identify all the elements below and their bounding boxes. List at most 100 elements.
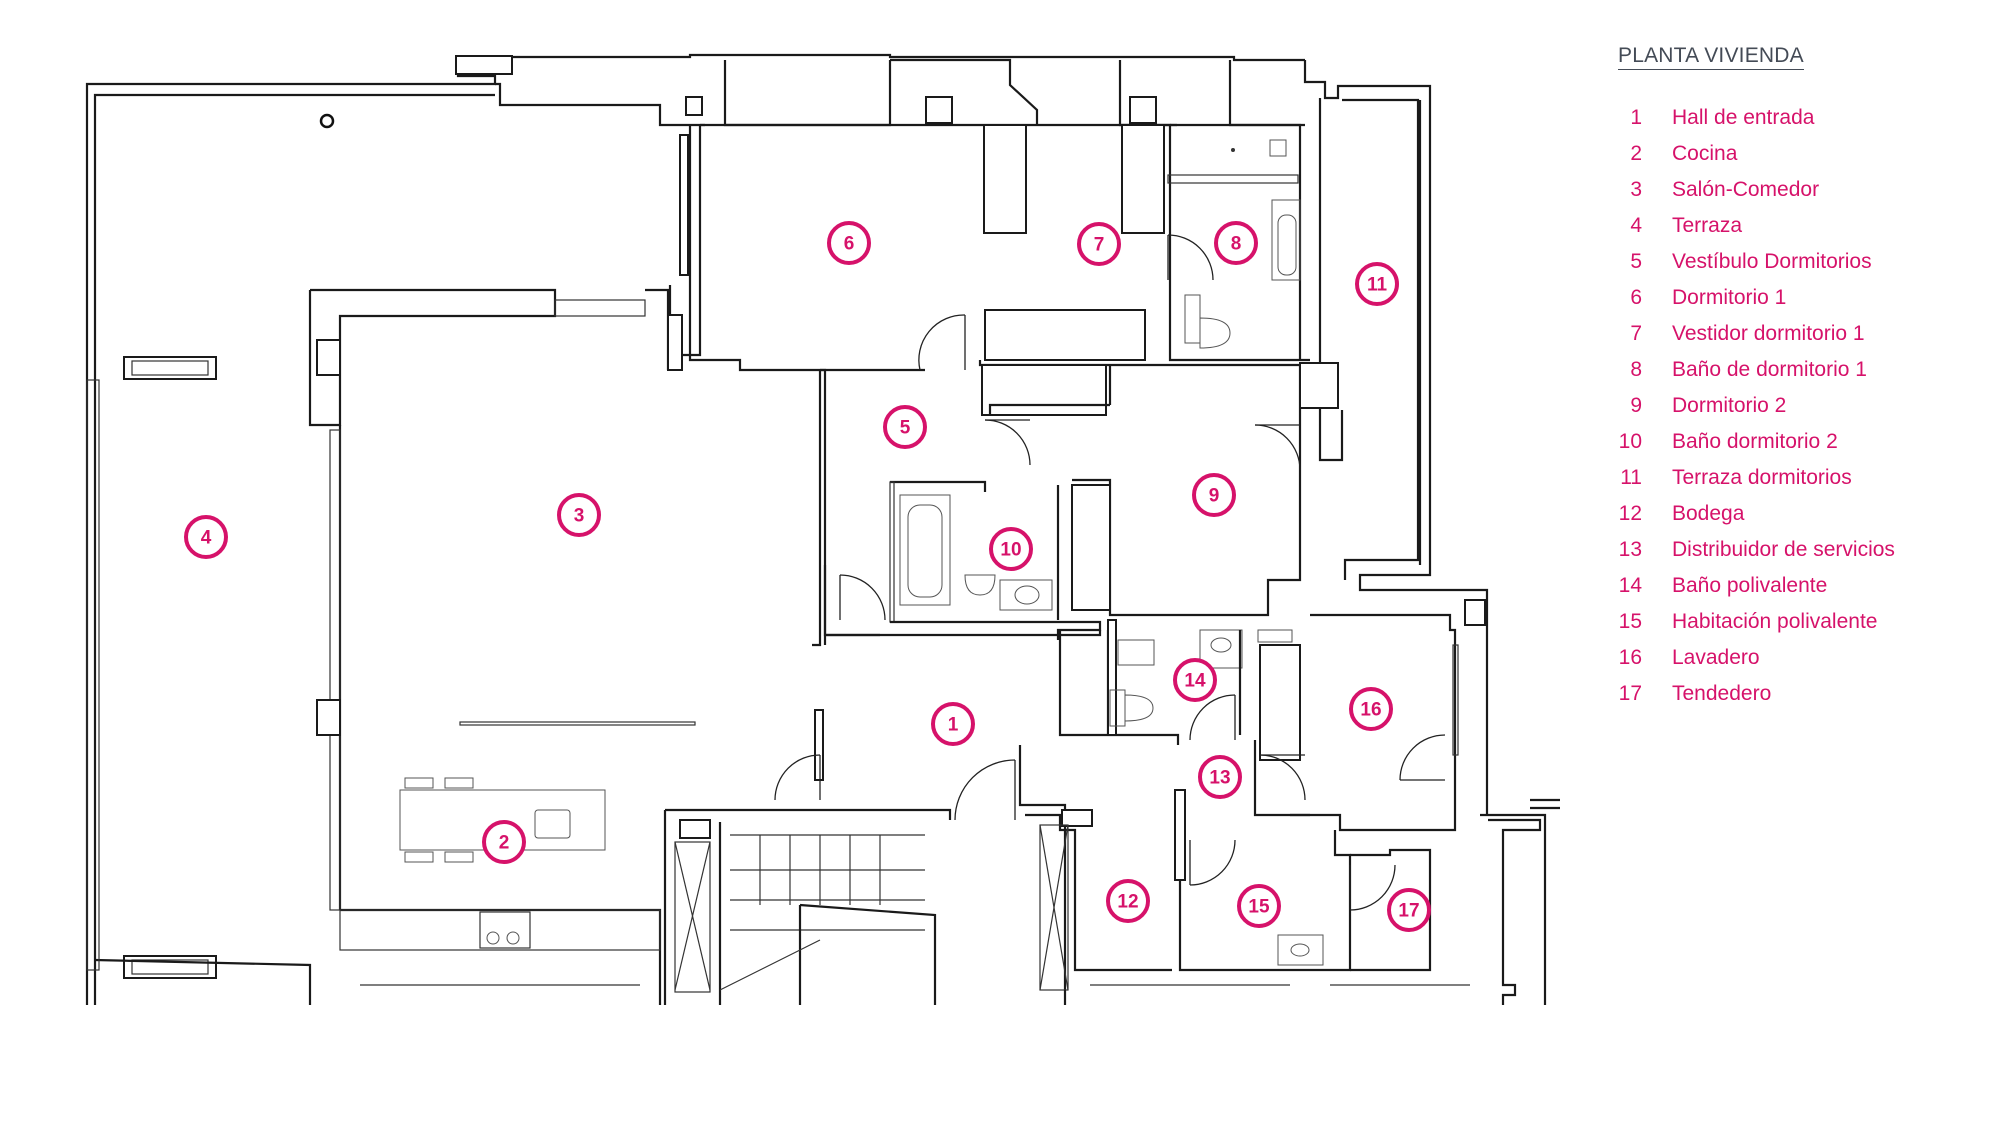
room-marker-circle: [1387, 888, 1431, 932]
legend-item: 4 Terraza: [1618, 208, 1978, 244]
room-marker-circle: [482, 820, 526, 864]
room-marker-number: 2: [499, 833, 510, 854]
room-marker-14: 14: [1173, 658, 1217, 702]
room-marker-number: 7: [1094, 235, 1105, 256]
legend-label: Vestíbulo Dormitorios: [1672, 250, 1872, 273]
room-marker-number: 17: [1398, 901, 1419, 922]
legend-number: 10: [1618, 430, 1642, 453]
room-marker-12: 12: [1106, 879, 1150, 923]
legend-label: Lavadero: [1672, 646, 1760, 669]
legend-number: 7: [1630, 322, 1642, 345]
legend-item: 3 Salón-Comedor: [1618, 172, 1978, 208]
room-marker-number: 9: [1209, 486, 1220, 507]
room-marker-4: 4: [184, 515, 228, 559]
room-marker-circle: [1349, 687, 1393, 731]
room-marker-circle: [1077, 222, 1121, 266]
legend-number: 2: [1630, 142, 1642, 165]
room-marker-circle: [883, 405, 927, 449]
legend-number: 16: [1618, 646, 1642, 669]
legend-number: 8: [1630, 358, 1642, 381]
legend-item: 10 Baño dormitorio 2: [1618, 424, 1978, 460]
room-marker-number: 14: [1184, 671, 1206, 692]
legend-number: 11: [1620, 466, 1642, 489]
room-marker-circle: [1173, 658, 1217, 702]
room-marker-number: 1: [948, 715, 959, 736]
room-marker-3: 3: [557, 493, 601, 537]
legend-number: 4: [1630, 214, 1642, 237]
room-marker-number: 12: [1117, 892, 1138, 913]
legend-number: 3: [1630, 178, 1642, 201]
doors: [774, 234, 1446, 911]
legend-number: 5: [1630, 250, 1642, 273]
room-marker-10: 10: [989, 527, 1033, 571]
legend-number: 12: [1618, 502, 1642, 525]
room-marker-17: 17: [1387, 888, 1431, 932]
legend-item: 11 Terraza dormitorios: [1618, 460, 1978, 496]
legend-label: Distribuidor de servicios: [1672, 538, 1895, 561]
legend-label: Bodega: [1672, 502, 1745, 525]
room-marker-6: 6: [827, 221, 871, 265]
legend-item: 9 Dormitorio 2: [1618, 388, 1978, 424]
legend-item: 15 Habitación polivalente: [1618, 604, 1978, 640]
legend-number: 6: [1630, 286, 1642, 309]
room-marker-circle: [557, 493, 601, 537]
room-marker-circle: [931, 702, 975, 746]
room-marker-number: 13: [1209, 768, 1230, 789]
legend-item: 14 Baño polivalente: [1618, 568, 1978, 604]
room-marker-circle: [1214, 221, 1258, 265]
room-marker-5: 5: [883, 405, 927, 449]
legend-label: Baño dormitorio 2: [1672, 430, 1838, 453]
room-marker-number: 8: [1231, 234, 1242, 255]
legend-item: 7 Vestidor dormitorio 1: [1618, 316, 1978, 352]
legend-number: 9: [1630, 394, 1642, 417]
room-marker-number: 15: [1248, 897, 1270, 918]
legend-label: Vestidor dormitorio 1: [1672, 322, 1865, 345]
legend-label: Tendedero: [1672, 682, 1772, 705]
room-marker-15: 15: [1237, 884, 1281, 928]
room-marker-1: 1: [931, 702, 975, 746]
legend-label: Hall de entrada: [1672, 106, 1815, 129]
room-marker-number: 10: [1000, 540, 1021, 561]
legend-item: 2 Cocina: [1618, 136, 1978, 172]
room-marker-2: 2: [482, 820, 526, 864]
room-marker-circle: [989, 527, 1033, 571]
legend-label: Terraza: [1672, 214, 1743, 237]
legend-item: 5 Vestíbulo Dormitorios: [1618, 244, 1978, 280]
legend-number: 14: [1618, 574, 1642, 597]
legend-label: Baño de dormitorio 1: [1672, 358, 1867, 381]
room-marker-13: 13: [1198, 755, 1242, 799]
room-marker-circle: [1237, 884, 1281, 928]
room-marker-number: 3: [574, 506, 585, 527]
legend-label: Terraza dormitorios: [1672, 466, 1852, 489]
walls: [85, 53, 1560, 1005]
room-marker-11: 11: [1355, 262, 1399, 306]
room-marker-7: 7: [1077, 222, 1121, 266]
legend-label: Cocina: [1672, 142, 1738, 165]
legend-number: 13: [1618, 538, 1642, 561]
legend-label: Habitación polivalente: [1672, 610, 1878, 633]
legend-title: PLANTA VIVIENDA: [1618, 44, 1804, 70]
legend-item: 16 Lavadero: [1618, 640, 1978, 676]
room-marker-number: 4: [201, 528, 212, 549]
room-marker-9: 9: [1192, 473, 1236, 517]
legend-label: Salón-Comedor: [1672, 178, 1820, 201]
room-marker-number: 6: [844, 234, 855, 255]
room-marker-8: 8: [1214, 221, 1258, 265]
legend-number: 15: [1618, 610, 1642, 633]
room-marker-circle: [1355, 262, 1399, 306]
room-marker-circle: [1106, 879, 1150, 923]
legend-label: Baño polivalente: [1672, 574, 1828, 597]
room-marker-number: 16: [1360, 700, 1381, 721]
room-marker-number: 11: [1367, 275, 1388, 296]
legend-label: Dormitorio 1: [1672, 286, 1787, 309]
room-marker-circle: [184, 515, 228, 559]
room-marker-circle: [1192, 473, 1236, 517]
legend-label: Dormitorio 2: [1672, 394, 1787, 417]
room-marker-circle: [1198, 755, 1242, 799]
